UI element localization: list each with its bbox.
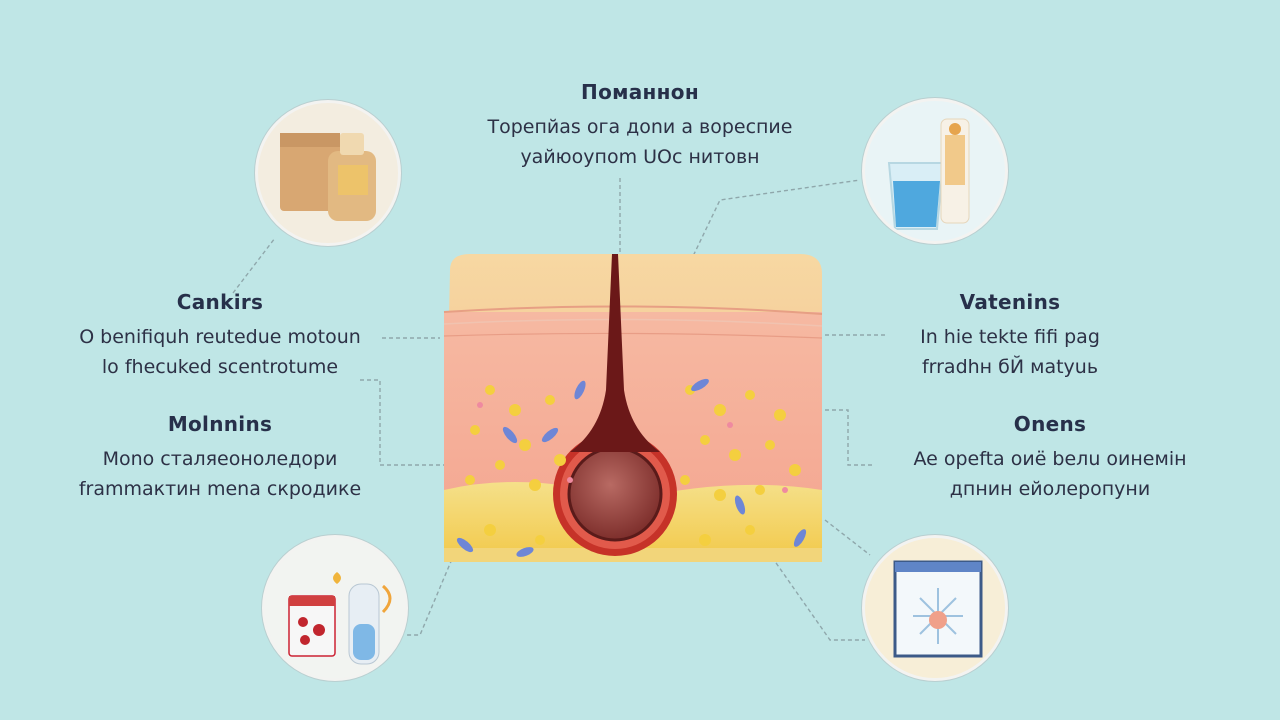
left-upper-line-2: lo fhecuked scentrotume — [101, 356, 339, 378]
right-lower-label-group: Onens Ae opefta оиё beлu оинемiн дпнин е… — [850, 412, 1250, 504]
skin-cross-section — [443, 254, 823, 562]
top-line-1: Торепйаs ога доnи а вореспие — [487, 116, 793, 138]
left-lower-label-group: Molnnins Mono cталяеоноледори frammaктин… — [20, 412, 420, 504]
left-lower-title: Molnnins — [167, 412, 273, 436]
right-upper-line-1: In hie tekte fifi pag — [920, 326, 1100, 348]
right-upper-title: Vatenins — [959, 290, 1061, 314]
right-upper-line-2: frradhн бЙ мatyuь — [921, 356, 1099, 378]
left-lower-line-2: frammaктин mena скродике — [78, 478, 362, 500]
right-lower-title: Onens — [1013, 412, 1087, 436]
left-upper-title: Cankirs — [176, 290, 264, 314]
left-upper-line-1: O benifiquh reutedue motoun — [79, 326, 361, 348]
right-lower-line-1: Ae opefta оиё beлu оинемiн — [913, 448, 1187, 470]
water-glass-and-cream-tube-icon — [862, 98, 1008, 244]
left-lower-line-1: Mono cталяеоноледори — [102, 448, 338, 470]
supplement-pills-and-dropper-icon — [262, 535, 408, 681]
top-title: Поманнон — [581, 80, 699, 104]
right-upper-label-group: Vatenins In hie tekte fifi pag frradhн б… — [820, 290, 1200, 382]
right-lower-line-2: дпнин ейолеропуни — [949, 478, 1151, 500]
snowflake-card-icon — [862, 535, 1008, 681]
skincare-bottles-icon — [255, 100, 401, 246]
left-upper-label-group: Cankirs O benifiquh reutedue motoun lo f… — [20, 290, 420, 382]
top-label-group: Поманнон Торепйаs ога доnи а вореспие уа… — [440, 80, 840, 172]
top-line-2: уайюоyпоm UОс нитовн — [520, 146, 760, 168]
